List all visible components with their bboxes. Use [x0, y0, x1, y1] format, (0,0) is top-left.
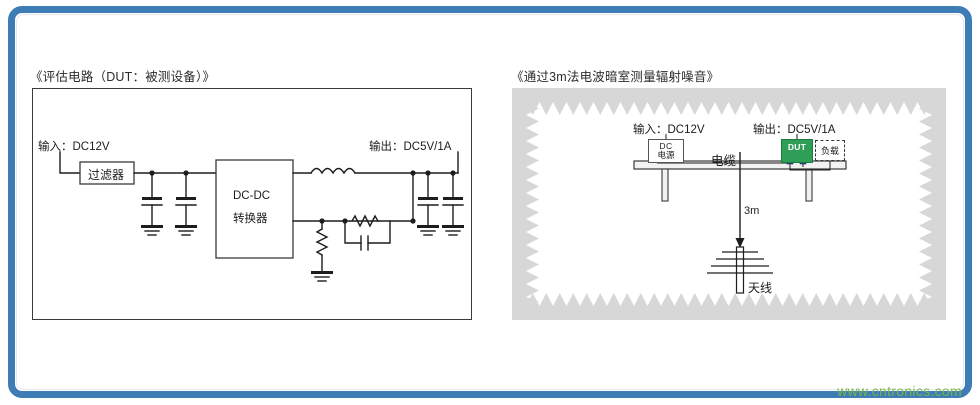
dut-label: DUT	[787, 142, 807, 152]
right-panel-title: 《通过3m法电波暗室测量辐射噪音》	[511, 70, 720, 84]
right-input-label: 输入：DC12V	[633, 124, 705, 136]
converter-label-line2: 转换器	[233, 213, 268, 225]
dut-box: DUT	[781, 139, 813, 163]
dc-supply-label-line1: DC	[659, 141, 673, 151]
cable-label: 电缆	[711, 154, 737, 168]
dc-supply-label-line2: 电源	[657, 150, 675, 160]
distance-label: 3m	[744, 205, 760, 217]
right-output-label: 输出：DC5V/1A	[753, 124, 836, 136]
converter-label-line1: DC-DC	[233, 190, 271, 202]
antenna-label: 天线	[748, 281, 773, 295]
left-input-label: 输入：DC12V	[38, 141, 110, 153]
load-label: 负载	[820, 146, 839, 156]
left-panel-title: 《评估电路（DUT：被测设备）》	[30, 70, 216, 84]
filter-block-label: 过滤器	[88, 168, 125, 182]
left-output-label: 输出：DC5V/1A	[369, 141, 452, 153]
dc-power-supply-box: DC 电源	[648, 139, 684, 163]
evaluation-circuit-box	[32, 88, 472, 320]
load-box: 负载	[815, 140, 845, 161]
site-watermark: www.cntronics.com	[837, 383, 962, 399]
